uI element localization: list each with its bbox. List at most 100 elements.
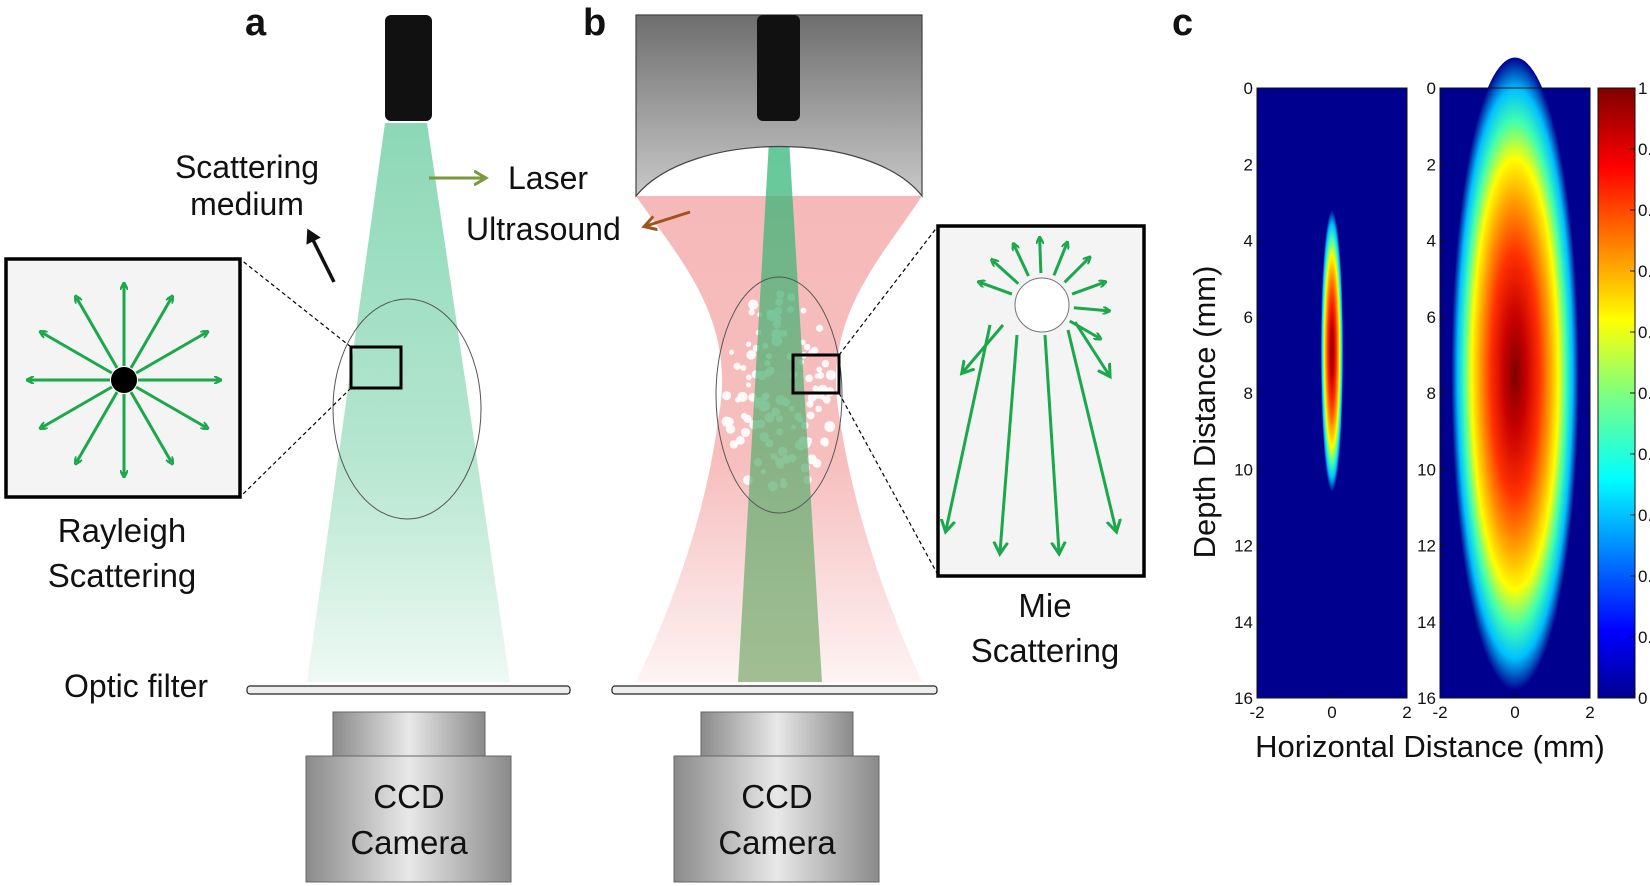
bubble — [819, 394, 826, 400]
y-axis-label: Depth Distance (mm) — [1187, 266, 1222, 559]
laser-beam-b — [738, 123, 822, 682]
laser-label: Laser — [508, 160, 588, 196]
medium-label-line2: medium — [190, 186, 304, 222]
bubble — [745, 341, 752, 347]
bubble — [722, 391, 732, 401]
bubble — [735, 435, 745, 445]
x-tick-label: 2 — [1402, 703, 1411, 722]
zoom-line-top-b — [838, 225, 939, 356]
focal-region-outline-b — [715, 276, 843, 514]
y-tick-label: 4 — [1427, 232, 1436, 251]
ccd-camera-b: CCD Camera — [673, 711, 880, 883]
bubble — [748, 309, 755, 316]
panel-label-a: a — [245, 2, 267, 44]
zoom-box-b — [791, 353, 841, 395]
colorbar-tick-label: 0.5 — [1638, 384, 1650, 403]
medium-label-line1: Scattering — [175, 149, 319, 185]
bubble — [800, 339, 806, 346]
heatmap-left-focus — [1320, 210, 1344, 493]
mie-arrow-short — [1052, 244, 1067, 276]
colorbar-tick-label: 0.2 — [1638, 567, 1650, 586]
y-tick-label: 14 — [1234, 613, 1253, 632]
mie-arrow-short — [1014, 245, 1030, 277]
rayleigh-arrow — [135, 385, 206, 428]
mie-arrow-long — [1043, 334, 1059, 552]
zoom-box-a — [349, 345, 403, 390]
colorbar-tick-label: 0.9 — [1638, 140, 1650, 159]
mie-arrow-short — [1073, 306, 1108, 311]
x-tick-label: 2 — [1585, 703, 1594, 722]
rayleigh-particle-icon — [111, 367, 137, 393]
bubble — [721, 416, 732, 427]
bubble — [810, 346, 819, 355]
x-axis-label: Horizontal Distance (mm) — [1255, 729, 1605, 764]
bubble — [806, 400, 814, 408]
mie-arrow-short — [1040, 239, 1041, 274]
mie-label-line2: Scattering — [971, 632, 1120, 669]
colorbar-tick-label: 0.3 — [1638, 506, 1650, 525]
heatmap-right — [1439, 57, 1591, 699]
bubble — [745, 374, 752, 381]
mie-inset — [936, 224, 1146, 578]
bubble — [815, 324, 824, 332]
y-tick-label: 8 — [1244, 384, 1253, 403]
bubble — [803, 343, 811, 351]
y-tick-label: 6 — [1244, 308, 1253, 327]
bubble — [822, 440, 829, 447]
bubble — [729, 440, 739, 449]
rayleigh-inset — [4, 257, 242, 499]
ccd-camera-a: CCD Camera — [305, 711, 512, 883]
mie-arrow-long — [1073, 321, 1109, 375]
mie-arrow-long — [1000, 334, 1019, 552]
bubble — [737, 391, 748, 402]
bubble — [728, 349, 735, 355]
mie-arrow-long — [946, 324, 992, 530]
bubble — [746, 382, 752, 388]
colorbar-tick-label: 0.6 — [1638, 323, 1650, 342]
medium-pointer-arrow — [306, 228, 336, 283]
rayleigh-arrow — [135, 333, 206, 375]
camera-a-line1: CCD — [373, 778, 445, 815]
bubble — [805, 374, 813, 383]
y-tick-label: 16 — [1234, 689, 1253, 708]
bubble — [749, 350, 756, 357]
bubble — [825, 369, 836, 381]
colorbar-tick-label: 1 — [1638, 79, 1647, 98]
y-tick-label: 4 — [1244, 232, 1253, 251]
y-tick-label: 2 — [1244, 155, 1253, 174]
mie-arrow-long — [963, 324, 1005, 372]
bubble — [740, 364, 747, 371]
x-tick-label: 0 — [1510, 703, 1519, 722]
laser-source-a — [385, 15, 432, 121]
heatmap-left — [1256, 87, 1408, 699]
rayleigh-label-line2: Scattering — [48, 557, 197, 594]
y-tick-label: 2 — [1427, 155, 1436, 174]
y-tick-label: 12 — [1234, 537, 1253, 556]
bubble — [806, 411, 815, 420]
y-tick-label: 14 — [1417, 613, 1436, 632]
mie-scatter-arrows — [946, 239, 1116, 552]
colorbar-tick-label: 0.8 — [1638, 201, 1650, 220]
bubble — [812, 385, 819, 392]
zoom-line-top-a — [239, 258, 352, 348]
optic-filter-label: Optic filter — [64, 668, 208, 704]
bubble — [817, 371, 825, 379]
mie-bubble-icon — [1014, 277, 1070, 333]
heatmap-right-focus — [1451, 57, 1579, 691]
y-tick-label: 0 — [1244, 79, 1253, 98]
y-tick-label: 12 — [1417, 537, 1436, 556]
rayleigh-arrow — [77, 391, 119, 462]
focal-region-outline-a — [332, 298, 482, 520]
colorbar-tick-label: 0 — [1638, 689, 1647, 708]
mie-arrow-short — [993, 261, 1020, 285]
mie-arrow-long — [1066, 329, 1116, 530]
bubble — [821, 359, 830, 368]
ultrasound-label: Ultrasound — [466, 211, 621, 247]
rayleigh-arrow — [77, 298, 119, 369]
camera-a-line2: Camera — [350, 824, 468, 861]
